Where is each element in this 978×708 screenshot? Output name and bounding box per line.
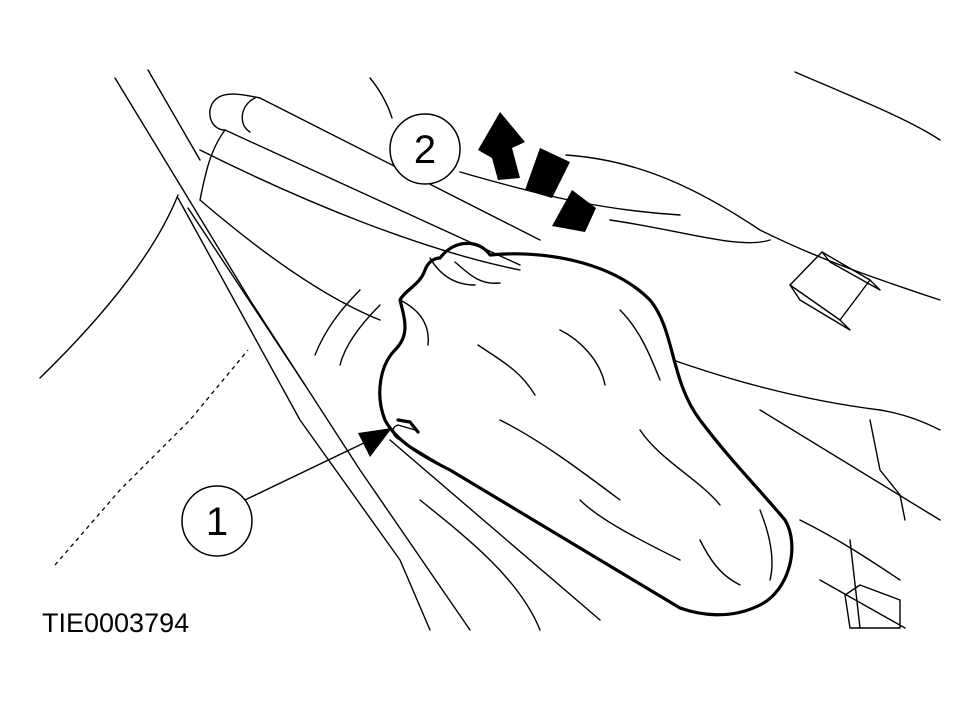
callout-2-number: 2 [414, 128, 436, 172]
callout-2: 2 [389, 113, 461, 185]
figure-id-label: TIE0003794 [42, 608, 189, 638]
callout-1: 1 [181, 485, 253, 557]
handbrake-lever [199, 93, 541, 366]
callout-1-leader [244, 428, 392, 501]
console-switch-bracket [789, 251, 906, 629]
gear-lever-boot [378, 241, 794, 617]
callout-1-number: 1 [206, 500, 228, 544]
direction-arrow [478, 112, 596, 232]
